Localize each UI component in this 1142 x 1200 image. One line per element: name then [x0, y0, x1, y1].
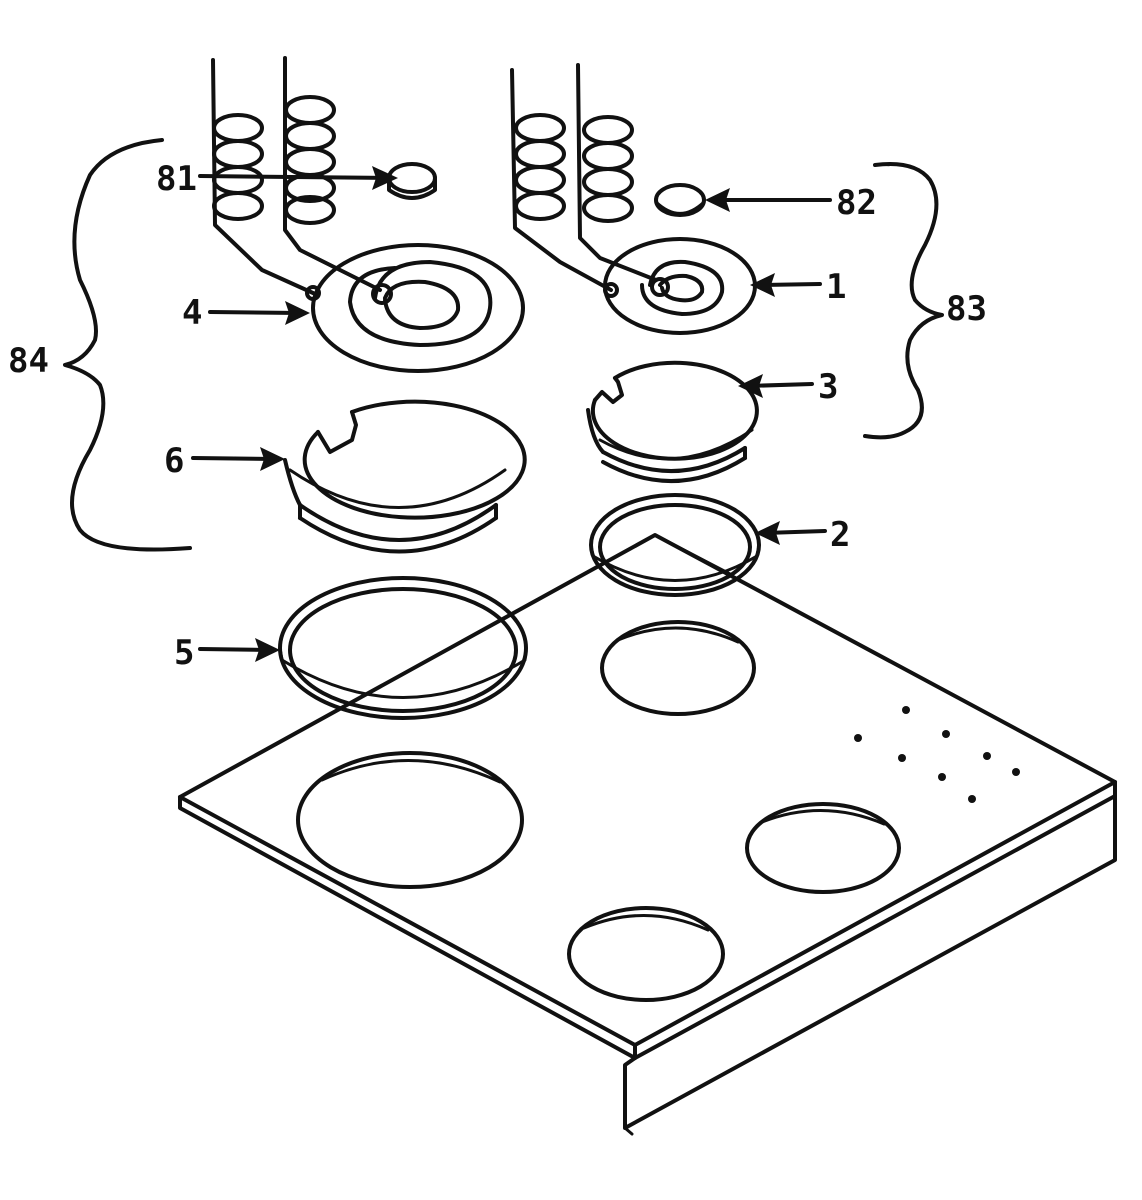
cooktop-panel — [178, 533, 1117, 1136]
leader-2 — [755, 521, 827, 545]
large-coil-element — [211, 56, 525, 373]
large-element-terminal-coils — [212, 95, 336, 225]
burner-hole-front-right — [745, 802, 901, 894]
callout-label-84: 84 — [8, 341, 49, 381]
callout-label-4: 4 — [182, 293, 202, 333]
knob-cap-left — [387, 162, 437, 200]
leader-3 — [738, 374, 814, 398]
bracket-84 — [63, 138, 192, 552]
burner-hole-rear-right — [600, 620, 756, 716]
knob-cap-right — [654, 183, 706, 217]
burner-hole-rear-left — [296, 751, 524, 889]
callout-label-5: 5 — [174, 633, 194, 673]
callout-label-3: 3 — [818, 367, 838, 407]
callout-label-83: 83 — [946, 289, 987, 329]
leader-82 — [705, 188, 832, 212]
callout-label-2: 2 — [830, 515, 850, 555]
small-trim-ring — [589, 493, 761, 597]
leader-6 — [191, 447, 285, 471]
leader-4 — [208, 301, 310, 325]
small-element-terminal-coils — [514, 113, 634, 223]
callout-label-6: 6 — [164, 441, 184, 481]
callout-label-1: 1 — [826, 267, 846, 307]
leader-81 — [198, 166, 398, 190]
small-drip-bowl — [586, 360, 759, 484]
small-coil-element — [510, 63, 757, 335]
control-knob-holes — [854, 706, 1020, 803]
callout-label-82: 82 — [836, 183, 877, 223]
leader-5 — [198, 638, 280, 662]
burner-hole-front-left — [567, 906, 725, 1002]
large-drip-bowl — [283, 399, 527, 554]
bracket-83 — [863, 162, 944, 440]
leader-1 — [750, 273, 822, 297]
large-trim-ring — [278, 576, 528, 720]
callout-label-81: 81 — [156, 159, 197, 199]
